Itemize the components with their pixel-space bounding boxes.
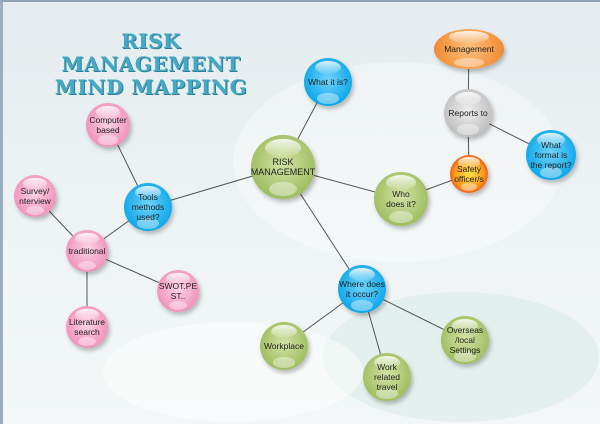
node-label: What it is? xyxy=(308,77,348,87)
node-label: Management xyxy=(444,44,494,54)
node-where-occur[interactable]: Where does it occur? xyxy=(338,265,386,313)
node-reports-to[interactable]: Reports to xyxy=(444,89,492,137)
title-line-1: RISK MANAGEMENT xyxy=(61,29,241,76)
node-management[interactable]: Management xyxy=(434,29,504,69)
title-line-2: MIND MAPPING xyxy=(54,75,248,99)
node-label: What format is the report? xyxy=(530,140,572,170)
page-title: RISK MANAGEMENT MIND MAPPING xyxy=(31,30,271,99)
node-label: Literature search xyxy=(69,317,105,337)
node-computer-based[interactable]: Computer based xyxy=(86,103,130,147)
node-work-related-travel[interactable]: Work related travel xyxy=(363,353,411,401)
node-workplace[interactable]: Workplace xyxy=(260,322,308,370)
node-label: Who does it? xyxy=(386,189,416,209)
node-tools-methods[interactable]: Tools methods used? xyxy=(124,183,172,231)
node-label: RISK MANAGEMENT xyxy=(250,157,316,177)
node-literature-search[interactable]: Literature search xyxy=(66,306,108,348)
node-who-does-it[interactable]: Who does it? xyxy=(374,172,428,226)
node-overseas-local[interactable]: Overseas /local Settings xyxy=(441,316,489,364)
node-label: Reports to xyxy=(448,108,488,118)
node-label: Computer based xyxy=(89,115,127,135)
node-label: Workplace xyxy=(264,341,304,351)
node-label: Where does it occur? xyxy=(339,279,385,299)
node-survey-interview[interactable]: Survey/ nterview xyxy=(14,175,56,217)
node-traditional[interactable]: traditional xyxy=(66,230,108,272)
node-label: Work related travel xyxy=(374,362,400,392)
node-label: traditional xyxy=(68,246,106,256)
node-swot-pest[interactable]: SWOT.PE ST.. xyxy=(157,270,199,312)
node-label: SWOT.PE ST.. xyxy=(158,281,198,301)
background-cloud xyxy=(103,322,363,422)
node-label: Survey/ nterview xyxy=(19,186,51,206)
node-risk-management[interactable]: RISK MANAGEMENT xyxy=(251,135,315,199)
node-what-it-is[interactable]: What it is? xyxy=(304,58,352,106)
node-what-format[interactable]: What format is the report? xyxy=(526,130,576,180)
node-label: Tools methods used? xyxy=(131,192,165,222)
node-label: Overseas /local Settings xyxy=(446,325,484,355)
node-safety-officers[interactable]: Safety officer/s xyxy=(450,155,488,193)
node-label: Safety officer/s xyxy=(454,164,484,184)
